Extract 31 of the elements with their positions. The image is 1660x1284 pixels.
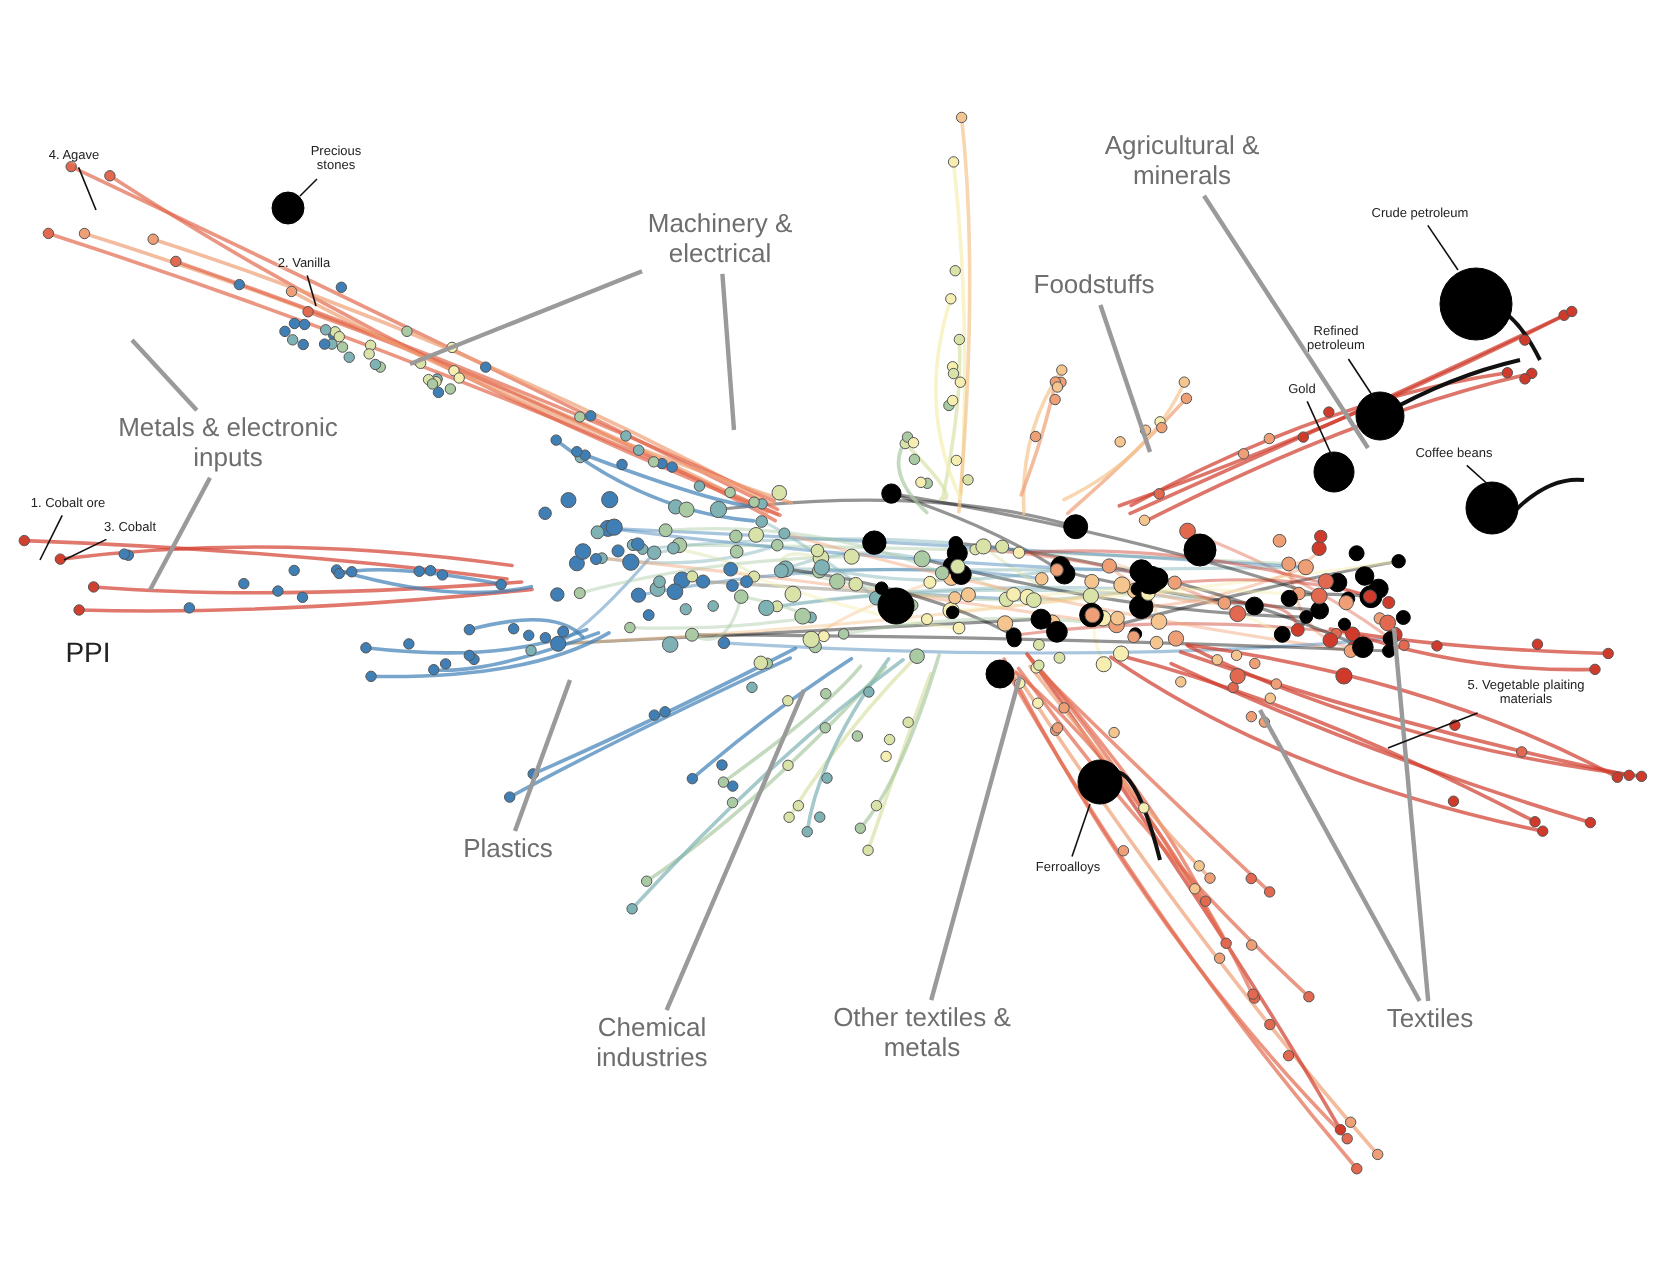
leader-line (1098, 304, 1153, 453)
leader-line (1071, 803, 1091, 858)
leader-line (1391, 627, 1431, 1002)
leader-line (77, 166, 97, 211)
category-label: Other textiles & metals (832, 1004, 1012, 1064)
leader-line (63, 538, 108, 561)
leader-line (1347, 358, 1375, 399)
category-label: Chemical industries (595, 1014, 709, 1074)
leader-line (148, 476, 212, 592)
leader-line (512, 679, 573, 832)
category-label: Plastics (462, 835, 554, 865)
leader-line (39, 514, 63, 561)
leader-line (1258, 708, 1422, 1003)
leader-line (720, 273, 737, 431)
category-label: Agricultural & minerals (1103, 132, 1261, 192)
leader-line (1427, 224, 1459, 271)
category-label: Machinery & electrical (646, 210, 794, 270)
leader-line (664, 689, 807, 1012)
leader-line (306, 274, 317, 307)
category-label: Foodstuffs (1032, 271, 1156, 301)
leader-line (1306, 400, 1333, 457)
leader-line (409, 269, 643, 367)
category-label: Textiles (1385, 1005, 1475, 1035)
leader-line (1202, 194, 1370, 450)
graph-label: PPI (65, 635, 111, 669)
leader-line (1387, 712, 1479, 749)
leader-line (299, 178, 318, 197)
leader-line (1466, 464, 1493, 489)
category-label: Metals & electronic inputs (117, 414, 339, 474)
leader-line (929, 675, 1023, 1001)
leader-line (130, 338, 199, 412)
